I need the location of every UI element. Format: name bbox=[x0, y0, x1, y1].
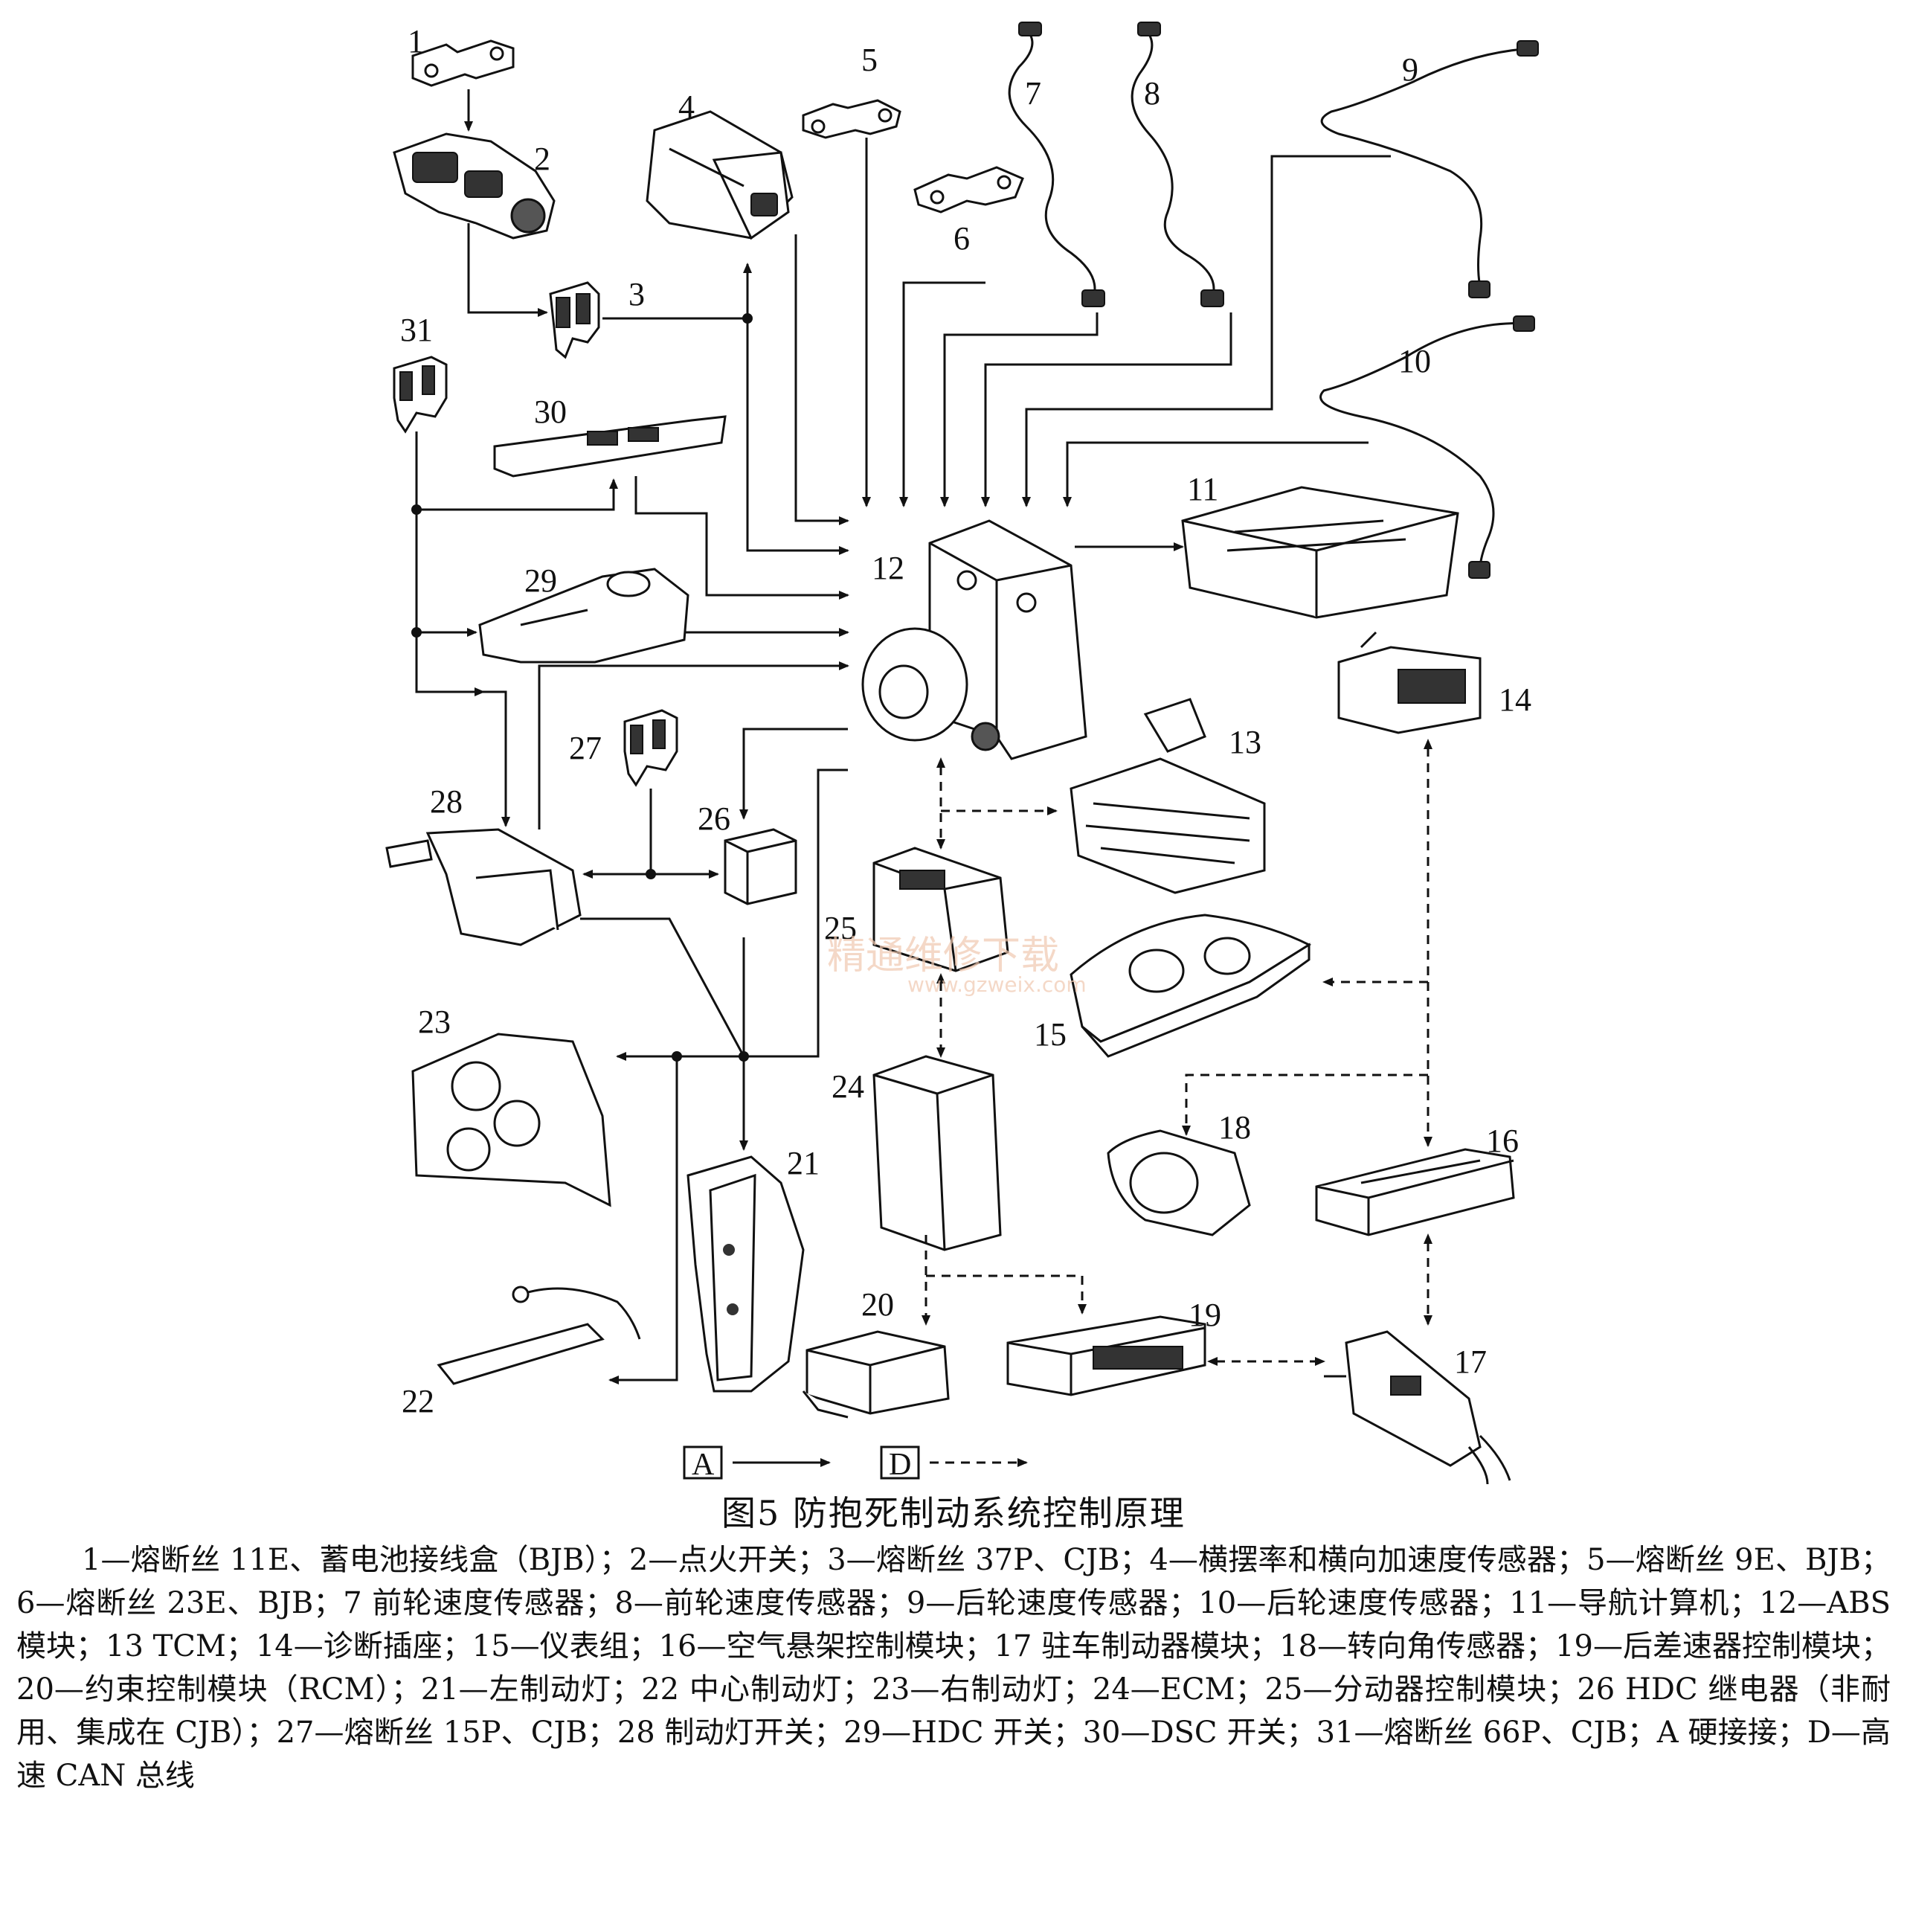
steering-angle-sensor-component bbox=[1107, 1129, 1251, 1236]
label-11: 11 bbox=[1187, 471, 1218, 507]
fuse-37p-component bbox=[549, 281, 600, 359]
label-8: 8 bbox=[1144, 75, 1160, 112]
label-22: 22 bbox=[402, 1383, 434, 1419]
label-12: 12 bbox=[872, 550, 904, 586]
figure-legend: 1—熔断丝 11E、蓄电池接线盒（BJB）；2—点火开关；3—熔断丝 37P、C… bbox=[16, 1543, 1891, 1793]
air-suspension-module-component bbox=[1315, 1148, 1515, 1236]
component-number-labels: 1 2 3 4 5 6 7 8 9 10 11 12 13 14 15 16 1… bbox=[400, 23, 1531, 1419]
transfer-box-module-component bbox=[872, 847, 1009, 972]
rear-wheel-speed-sensor-9 bbox=[1320, 40, 1539, 298]
rear-wheel-speed-sensor-10 bbox=[1319, 315, 1535, 579]
label-2: 2 bbox=[534, 141, 550, 177]
rear-differential-module-component bbox=[1006, 1315, 1206, 1396]
watermark-text: 精通维修下载 bbox=[827, 934, 1059, 978]
label-6: 6 bbox=[954, 220, 970, 257]
parking-brake-module-component bbox=[1324, 1330, 1511, 1485]
navigation-computer-component bbox=[1181, 486, 1459, 619]
label-9: 9 bbox=[1402, 51, 1418, 88]
fuse-15p-component bbox=[623, 709, 678, 787]
hdc-switch-component bbox=[478, 568, 689, 664]
label-28: 28 bbox=[430, 783, 463, 820]
fuse-11e-component bbox=[411, 39, 515, 87]
yaw-rate-sensor-component bbox=[646, 110, 794, 240]
label-18: 18 bbox=[1218, 1109, 1251, 1146]
abs-control-diagram: 1 2 3 4 5 6 7 8 9 10 11 12 13 14 15 16 1… bbox=[385, 22, 1539, 1485]
label-25: 25 bbox=[824, 910, 857, 946]
label-4: 4 bbox=[678, 89, 695, 125]
front-wheel-speed-sensor-8 bbox=[1131, 22, 1224, 307]
right-brake-lamp-component bbox=[411, 1033, 611, 1207]
diagnostic-socket-component bbox=[1337, 631, 1482, 734]
label-23: 23 bbox=[418, 1004, 451, 1040]
instrument-cluster-component bbox=[1070, 914, 1312, 1058]
label-13: 13 bbox=[1229, 724, 1261, 760]
label-7: 7 bbox=[1025, 75, 1041, 112]
label-20: 20 bbox=[861, 1286, 894, 1323]
label-15: 15 bbox=[1034, 1016, 1067, 1053]
tcm-component bbox=[1070, 698, 1266, 894]
label-30: 30 bbox=[534, 394, 567, 430]
key-can-letter: D bbox=[889, 1448, 911, 1482]
label-10: 10 bbox=[1398, 343, 1431, 379]
hard-wire-connections bbox=[411, 89, 1391, 1384]
left-brake-lamp-component bbox=[686, 1155, 805, 1393]
connection-key: A D bbox=[683, 1445, 1028, 1482]
label-3: 3 bbox=[628, 276, 645, 312]
fuse-66p-component bbox=[393, 356, 448, 434]
dsc-switch-component bbox=[493, 415, 727, 478]
label-19: 19 bbox=[1189, 1297, 1221, 1333]
centre-brake-lamp-component bbox=[437, 1286, 641, 1385]
label-5: 5 bbox=[861, 42, 878, 78]
label-31: 31 bbox=[400, 312, 433, 348]
label-26: 26 bbox=[698, 800, 730, 837]
brake-lamp-switch-component bbox=[385, 828, 582, 946]
hdc-relay-component bbox=[724, 828, 797, 905]
label-17: 17 bbox=[1454, 1344, 1487, 1380]
label-16: 16 bbox=[1486, 1123, 1519, 1159]
fuse-23e-component bbox=[913, 166, 1024, 214]
fuse-9e-component bbox=[802, 99, 901, 139]
can-bus-connections bbox=[922, 739, 1432, 1366]
label-21: 21 bbox=[787, 1145, 820, 1181]
label-29: 29 bbox=[524, 562, 557, 599]
label-1: 1 bbox=[408, 23, 424, 60]
label-27: 27 bbox=[569, 730, 602, 766]
abs-module-component bbox=[861, 519, 1087, 760]
ecm-component bbox=[872, 1055, 1002, 1251]
label-24: 24 bbox=[832, 1068, 864, 1105]
restraint-control-module-component bbox=[802, 1330, 950, 1419]
figure-caption: 图5 防抱死制动系统控制原理 bbox=[721, 1493, 1186, 1533]
key-hard-letter: A bbox=[692, 1448, 715, 1482]
label-14: 14 bbox=[1499, 681, 1531, 718]
front-wheel-speed-sensor-7 bbox=[1008, 22, 1105, 307]
ignition-switch-component bbox=[393, 132, 556, 240]
watermark-url: www.gzweix.com bbox=[907, 972, 1087, 997]
